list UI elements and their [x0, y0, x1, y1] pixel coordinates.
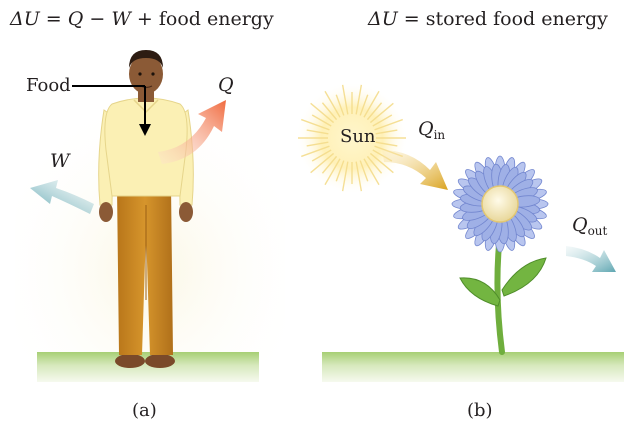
eq-a-food-energy: food energy	[159, 8, 274, 30]
equation-a: ΔU = Q − W + food energy	[10, 10, 274, 29]
eq-b-stored-food-energy: stored food energy	[426, 8, 608, 30]
q-out-symbol: Q	[572, 214, 588, 236]
eq-a-minus: −	[89, 8, 105, 30]
caption-b: (b)	[467, 402, 493, 420]
w-label: W	[50, 152, 70, 171]
q-in-symbol: Q	[418, 118, 434, 140]
q-out-arrow	[566, 246, 616, 272]
flower-graphic	[452, 156, 548, 352]
eq-a-q: Q	[68, 8, 84, 30]
eq-a-w: W	[111, 8, 131, 30]
caption-a: (a)	[132, 402, 157, 420]
q-out-subscript: out	[588, 224, 608, 238]
eq-a-equals: =	[46, 8, 62, 30]
eq-b-equals: =	[404, 8, 420, 30]
q-label: Q	[218, 76, 234, 95]
eq-b-delta-u: ΔU	[368, 8, 398, 30]
ground-b	[322, 352, 624, 382]
ground-a	[37, 352, 259, 382]
q-in-subscript: in	[434, 128, 446, 142]
food-label: Food	[26, 77, 71, 95]
equation-b: ΔU = stored food energy	[368, 10, 608, 29]
sun-label: Sun	[340, 128, 376, 146]
q-in-label: Qin	[418, 120, 445, 139]
q-out-label: Qout	[572, 216, 607, 235]
eq-a-delta-u: ΔU	[10, 8, 40, 30]
eq-a-plus: +	[137, 8, 153, 30]
